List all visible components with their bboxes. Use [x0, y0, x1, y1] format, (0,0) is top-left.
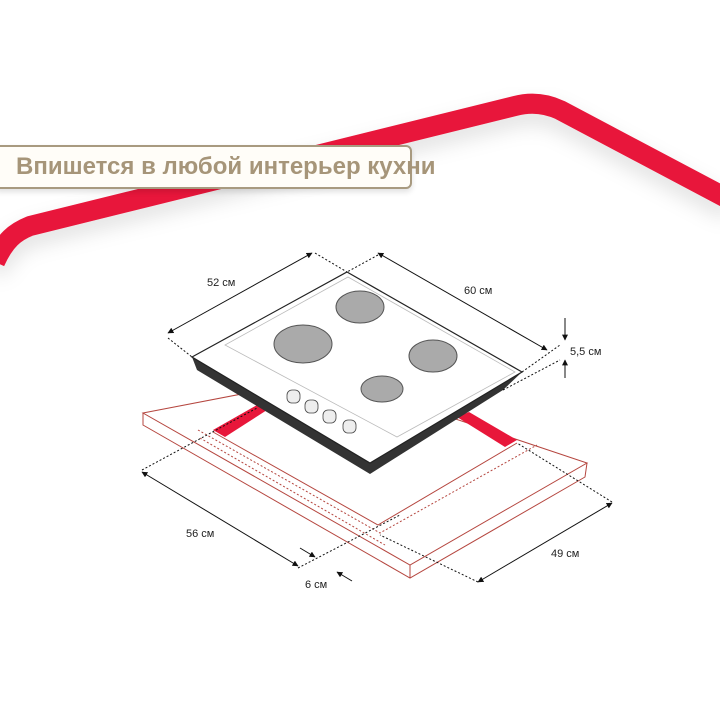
red-swoosh — [0, 93, 720, 267]
burner — [360, 375, 404, 403]
burner — [408, 339, 458, 373]
dim-56: 56 см — [186, 528, 214, 540]
knobs — [286, 389, 357, 434]
knob — [322, 409, 337, 424]
knob — [304, 399, 319, 414]
knob — [342, 419, 357, 434]
headline-text: Впишется в любой интерьер кухни — [16, 153, 436, 180]
cutout-red-right — [457, 412, 517, 447]
burners — [273, 290, 458, 403]
dim-52: 52 см — [207, 277, 235, 289]
burner — [335, 290, 385, 324]
dim-49: 49 см — [551, 548, 579, 560]
headline-banner: Впишется в любой интерьер кухни — [0, 145, 436, 189]
burner — [273, 324, 333, 364]
dim-60: 60 см — [464, 285, 492, 297]
knob — [286, 389, 301, 404]
dim-5-5: 5,5 см — [570, 346, 601, 358]
cutout-red-left — [213, 405, 267, 437]
dim-6: 6 см — [305, 579, 327, 591]
